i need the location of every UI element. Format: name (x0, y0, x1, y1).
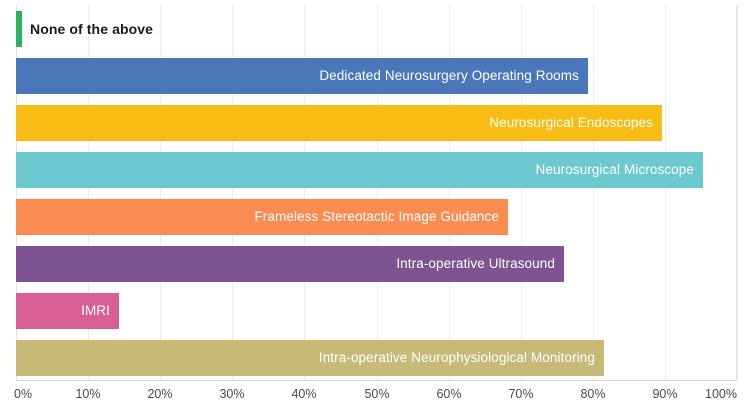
bar-row: None of the above (16, 11, 736, 47)
bar[interactable]: Dedicated Neurosurgery Operating Rooms (16, 58, 588, 94)
bar-row: Neurosurgical Endoscopes (16, 105, 736, 141)
x-tick-label: 30% (219, 387, 245, 401)
bar-row: Intra-operative Neurophysiological Monit… (16, 340, 736, 376)
x-tick-label: 40% (291, 387, 317, 401)
bar[interactable]: None of the above (16, 11, 153, 47)
bar[interactable]: Intra-operative Ultrasound (16, 246, 564, 282)
bar-label: Intra-operative Ultrasound (396, 256, 555, 272)
bar[interactable]: IMRI (16, 293, 119, 329)
bar-label: Frameless Stereotactic Image Guidance (254, 209, 499, 225)
bar[interactable]: Intra-operative Neurophysiological Monit… (16, 340, 604, 376)
bar[interactable]: Neurosurgical Endoscopes (16, 105, 662, 141)
x-tick-label: 10% (75, 387, 101, 401)
bar[interactable]: Frameless Stereotactic Image Guidance (16, 199, 508, 235)
x-tick-label: 100% (705, 387, 737, 401)
bar-label: Intra-operative Neurophysiological Monit… (318, 350, 595, 366)
x-tick-label: 50% (364, 387, 390, 401)
x-tick-label: 0% (14, 387, 33, 401)
bar-label: IMRI (81, 303, 110, 319)
bar-row: Intra-operative Ultrasound (16, 246, 736, 282)
bar-row: Dedicated Neurosurgery Operating Rooms (16, 58, 736, 94)
x-tick-label: 80% (580, 387, 606, 401)
x-tick-label: 60% (436, 387, 462, 401)
x-tick-label: 70% (508, 387, 534, 401)
bar-row: Neurosurgical Microscope (16, 152, 736, 188)
x-tick-label: 90% (652, 387, 678, 401)
bar-label: None of the above (30, 21, 154, 37)
bar-label: Neurosurgical Microscope (535, 162, 694, 178)
x-tick-label: 20% (147, 387, 173, 401)
bar-row: IMRI (16, 293, 736, 329)
bar-label: Dedicated Neurosurgery Operating Rooms (319, 68, 579, 84)
gridline-100pct (737, 5, 738, 380)
bar-label: Neurosurgical Endoscopes (489, 115, 653, 131)
bar[interactable]: Neurosurgical Microscope (16, 152, 703, 188)
bar-row: Frameless Stereotactic Image Guidance (16, 199, 736, 235)
x-axis: 0% 10% 20% 30% 40% 50% 60% 70% 80% 90% 100% (14, 383, 737, 407)
